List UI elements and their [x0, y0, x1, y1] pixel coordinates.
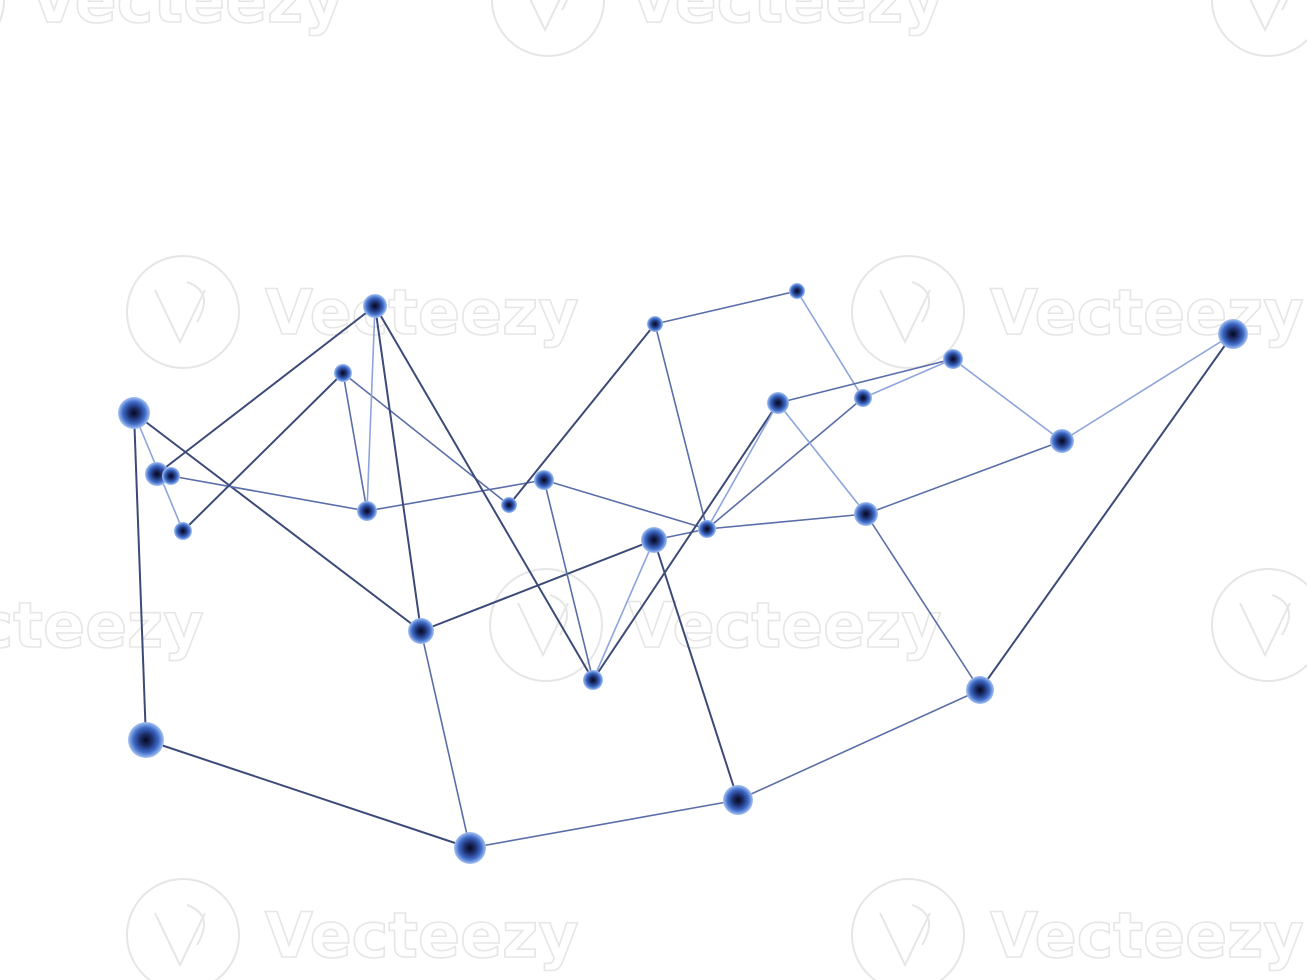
vecteezy-logo-icon	[126, 255, 240, 369]
network-edge	[777, 402, 867, 515]
network-edge	[420, 630, 471, 849]
vecteezy-logo-icon	[1211, 0, 1307, 57]
network-edge	[469, 799, 739, 849]
network-node	[789, 283, 805, 299]
network-edge	[342, 372, 510, 506]
network-edge	[508, 323, 656, 506]
vecteezy-watermark: Vecteezy	[491, 0, 944, 57]
watermark-text: Vecteezy	[265, 899, 579, 972]
network-edge	[952, 358, 1063, 442]
vecteezy-watermark: Vecteezy	[1211, 0, 1307, 57]
network-edge	[543, 479, 708, 530]
network-edge	[796, 290, 864, 399]
network-node	[583, 670, 603, 690]
watermark-text: Vecteezy	[0, 589, 204, 662]
watermark-text: Vecteezy	[990, 276, 1304, 349]
network-edge	[654, 290, 798, 325]
network-edge	[374, 305, 422, 632]
vecteezy-watermark: Vecteezy	[851, 878, 1304, 980]
watermark-text: Vecteezy	[628, 589, 942, 662]
network-node	[454, 832, 486, 864]
node-layer	[118, 283, 1248, 864]
network-edge	[543, 479, 594, 681]
network-edge	[592, 402, 779, 681]
network-edge	[145, 739, 471, 849]
network-node	[1218, 319, 1248, 349]
network-node	[943, 349, 963, 369]
network-edge	[777, 358, 954, 404]
network-edge	[170, 475, 368, 512]
watermark-text: Vecteezy	[265, 276, 579, 349]
network-edge	[133, 412, 422, 632]
network-node	[162, 467, 180, 485]
vecteezy-logo-icon	[1211, 568, 1307, 682]
vecteezy-logo-icon	[491, 0, 605, 57]
network-node	[334, 364, 352, 382]
network-node	[698, 520, 716, 538]
network-edge	[182, 372, 344, 532]
vecteezy-watermark: Vecteezy	[851, 255, 1304, 369]
network-edge	[706, 513, 867, 530]
vecteezy-logo-icon	[489, 568, 603, 682]
network-node	[767, 392, 789, 414]
network-edge	[374, 305, 594, 681]
network-edge	[865, 513, 981, 691]
network-node	[641, 527, 667, 553]
watermark-text: Vecteezy	[990, 899, 1304, 972]
network-edge	[737, 689, 981, 801]
network-node	[501, 497, 517, 513]
network-node	[723, 785, 753, 815]
network-edge	[342, 372, 368, 512]
network-edge	[865, 440, 1063, 515]
vecteezy-watermark: Vecteezy	[0, 588, 204, 663]
edge-layer	[133, 290, 1234, 849]
vecteezy-watermark: Vecteezy	[489, 568, 942, 682]
vecteezy-watermark: Vecteezy	[126, 255, 579, 369]
vecteezy-logo-icon	[0, 0, 5, 24]
vecteezy-watermark: Vecteezy	[126, 878, 579, 980]
network-node	[854, 502, 878, 526]
watermark-text: Vecteezy	[630, 0, 944, 37]
network-node	[534, 470, 554, 490]
network-edge	[654, 323, 708, 530]
network-node	[647, 316, 663, 332]
network-node	[118, 397, 150, 429]
network-node	[357, 501, 377, 521]
network-node	[966, 676, 994, 704]
network-edge	[156, 305, 376, 475]
network-edge	[706, 397, 864, 530]
network-edge	[653, 539, 739, 801]
network-node	[854, 389, 872, 407]
network-edge	[706, 402, 779, 530]
network-edge	[592, 539, 655, 681]
network-edge	[1061, 333, 1234, 442]
network-edge	[862, 358, 954, 399]
network-node	[1050, 429, 1074, 453]
network-edge	[366, 479, 545, 512]
network-node	[363, 294, 387, 318]
network-node	[408, 618, 434, 644]
vecteezy-logo-icon	[851, 878, 965, 980]
network-edge	[366, 305, 376, 512]
network-node	[174, 522, 192, 540]
vecteezy-watermark: Vecteezy	[1211, 568, 1307, 682]
vecteezy-watermark: Vecteezy	[0, 0, 344, 38]
watermark-text: Vecteezy	[30, 0, 344, 37]
network-node	[128, 722, 164, 758]
vecteezy-logo-icon	[126, 878, 240, 980]
network-edge	[133, 412, 147, 741]
network-edge	[979, 333, 1234, 691]
vecteezy-logo-icon	[851, 255, 965, 369]
